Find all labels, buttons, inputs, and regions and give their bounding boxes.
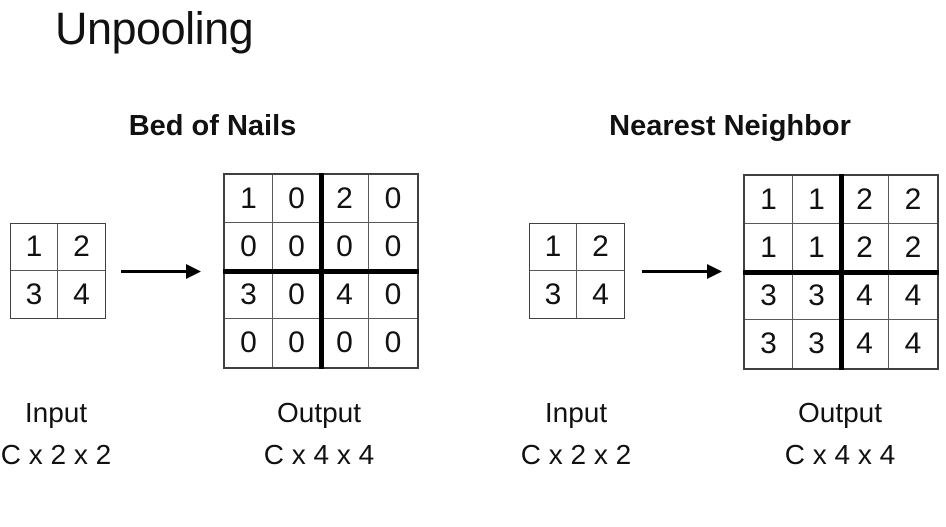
tensor-shape-label: C x 4 x 4 [263, 439, 375, 470]
tensor-shape-label: C x 2 x 2 [520, 439, 632, 470]
grid-cell: 0 [369, 175, 417, 223]
grid-cell: 3 [745, 320, 793, 368]
grid-cell: 0 [273, 175, 321, 223]
right-arrow-icon [121, 264, 201, 279]
grid-cell: 1 [793, 176, 841, 224]
input-label-group: Input C x 2 x 2 [0, 392, 156, 476]
grid-cell: 0 [273, 319, 321, 367]
grid-cell: 0 [273, 223, 321, 271]
grid-cell: 4 [321, 271, 369, 319]
grid-cell: 2 [889, 176, 937, 224]
quadrant-divider-horizontal [743, 269, 939, 275]
grid-cell: 2 [577, 224, 624, 271]
output-label-group: Output C x 4 x 4 [219, 392, 419, 476]
grid-cell: 4 [592, 277, 609, 311]
grid-cell: 3 [225, 271, 273, 319]
io-label: Output [276, 397, 362, 428]
grid-cell: 0 [225, 223, 273, 271]
heading-nearest-neighbor: Nearest Neighbor [609, 110, 851, 142]
right-arrow-icon [642, 264, 722, 279]
grid-cell: 4 [841, 272, 889, 320]
input-label-group: Input C x 2 x 2 [476, 392, 676, 476]
grid-cell: 1 [11, 224, 58, 271]
grid-cell: 2 [889, 224, 937, 272]
grid-cell: 0 [321, 223, 369, 271]
io-label: Output [797, 397, 883, 428]
heading-bed-of-nails: Bed of Nails [128, 110, 297, 142]
grid-cell: 3 [793, 320, 841, 368]
io-label: Input [24, 397, 88, 428]
grid-cell: 1 [745, 176, 793, 224]
grid-cell: 0 [225, 319, 273, 367]
grid-cell: 1 [793, 224, 841, 272]
grid-cell: 1 [225, 175, 273, 223]
grid-cell: 0 [384, 326, 402, 359]
quadrant-divider-horizontal [223, 268, 419, 274]
grid-cell: 4 [73, 277, 90, 311]
grid-cell: 2 [841, 176, 889, 224]
grid-cell: 4 [841, 320, 889, 368]
tensor-shape-label: C x 2 x 2 [0, 439, 112, 470]
grid-cell: 0 [321, 319, 369, 367]
grid-cell: 3 [745, 272, 793, 320]
grid-cell: 1 [530, 224, 577, 271]
grid-cell: 4 [904, 327, 922, 360]
grid-cell: 1 [745, 224, 793, 272]
grid-cell: 2 [841, 224, 889, 272]
grid-cell: 3 [530, 271, 577, 318]
grid-cell: 0 [369, 223, 417, 271]
grid-cell: 0 [369, 271, 417, 319]
grid-cell: 4 [889, 272, 937, 320]
slide-title: Unpooling [55, 3, 254, 54]
grid-cell: 3 [11, 271, 58, 318]
output-label-group: Output C x 4 x 4 [740, 392, 940, 476]
io-label: Input [544, 397, 608, 428]
grid-cell: 2 [321, 175, 369, 223]
tensor-shape-label: C x 4 x 4 [784, 439, 896, 470]
grid-cell: 0 [273, 271, 321, 319]
grid-cell: 3 [793, 272, 841, 320]
grid-cell: 2 [58, 224, 105, 271]
